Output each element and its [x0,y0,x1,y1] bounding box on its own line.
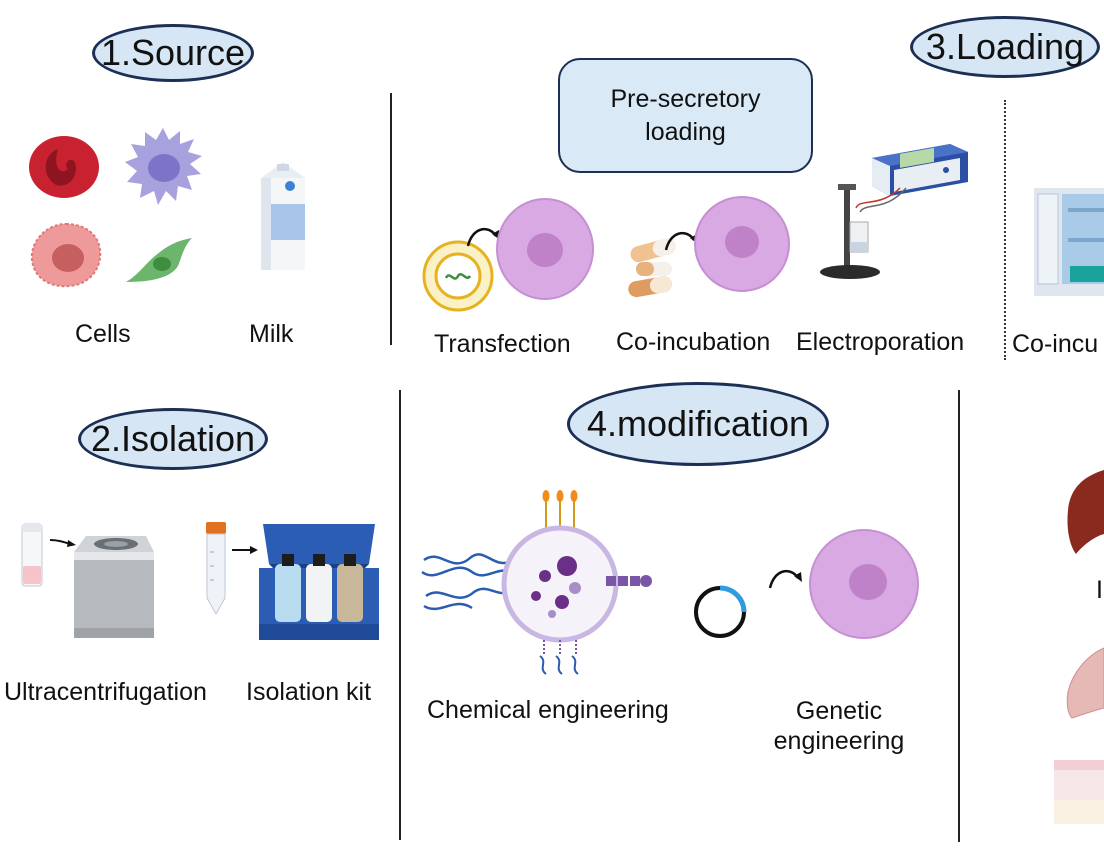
divider-bottom-left [399,390,401,840]
loading-title: 3.Loading [910,16,1100,78]
label-coincubation-cut: Co-incu [1012,330,1099,358]
capsules-icon [628,238,676,298]
ultracentrifuge-icon [74,536,154,638]
divider-bottom-right [958,390,960,842]
cell-coincubation-icon [694,196,790,292]
incubator-icon [1034,188,1104,296]
milk-carton-icon [261,162,305,270]
green-cell-icon [126,238,192,282]
label-cut-right: I [1096,576,1103,604]
arrow-to-centrifuge-icon [49,539,76,547]
divider-top-left [390,93,392,345]
electroporator-icon [820,144,968,279]
arrow-genetic-icon [768,569,802,589]
label-coincubation: Co-incubation [616,328,771,356]
engineered-vesicle-icon [421,490,652,675]
label-electroporation: Electroporation [796,328,965,356]
liver-icon [1067,470,1104,554]
purple-immune-cell-icon [125,128,202,205]
label-genetic-engineering: Genetic engineering [773,697,905,755]
label-cells: Cells [75,320,131,348]
label-chemical-engineering: Chemical engineering [427,696,669,724]
label-isolation-kit: Isolation kit [246,678,372,706]
isolation-kit-box-icon [259,524,379,640]
plasmid-ring-icon [694,585,747,638]
pre-secretory-loading-box: Pre-secretory loading [558,58,813,173]
red-blood-cell-icon [29,136,99,198]
cell-transfection-icon [496,198,594,300]
label-transfection: Transfection [434,330,571,358]
isolation-title: 2.Isolation [78,408,268,470]
cell-genetic-icon [809,529,919,639]
modification-title: 4.modification [567,382,829,466]
label-milk: Milk [249,320,294,348]
sample-tube-icon [21,523,43,587]
source-title: 1.Source [92,24,254,82]
label-ultracentrifugation: Ultracentrifugation [4,678,207,706]
pink-cell-icon [30,222,102,288]
conical-tube-icon [206,522,226,616]
skin-tissue-icon [1054,760,1104,824]
plasmid-circle-icon [422,240,494,312]
arrow-to-kit-icon [232,546,258,554]
lung-icon [1066,647,1104,719]
divider-top-right-dotted [1004,100,1006,360]
